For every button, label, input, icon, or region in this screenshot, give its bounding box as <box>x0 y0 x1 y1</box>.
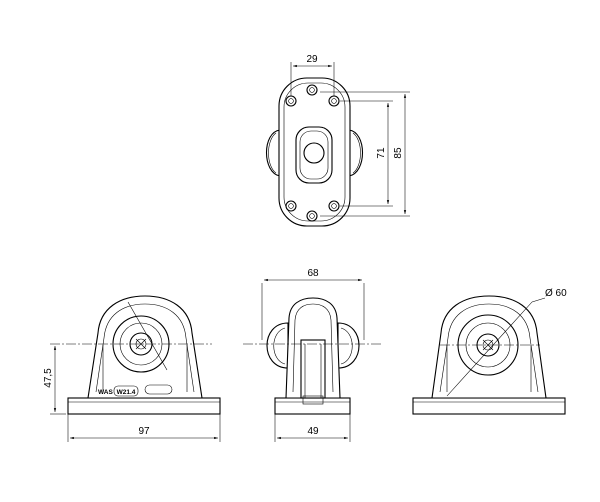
dim-top-hole-spacing: 29 <box>306 54 318 65</box>
dim-side-overall-width: 68 <box>307 268 319 279</box>
model-marking: W21.4 <box>117 389 136 396</box>
side-view: 68 49 <box>243 268 382 442</box>
dim-top-overall-height: 85 <box>393 147 404 159</box>
top-view: 29 71 85 <box>266 54 410 227</box>
dim-front-base-width: 97 <box>138 426 150 437</box>
dim-right-diameter: Ø 60 <box>545 288 567 299</box>
right-view: Ø 60 <box>412 288 567 415</box>
brand-marking: WAS <box>98 389 113 396</box>
dim-top-vertical-spacing: 71 <box>376 147 387 159</box>
front-view: WAS W21.4 47,5 97 <box>43 295 221 442</box>
dim-front-axis-height: 47,5 <box>43 368 54 388</box>
dim-side-base-width: 49 <box>307 426 319 437</box>
